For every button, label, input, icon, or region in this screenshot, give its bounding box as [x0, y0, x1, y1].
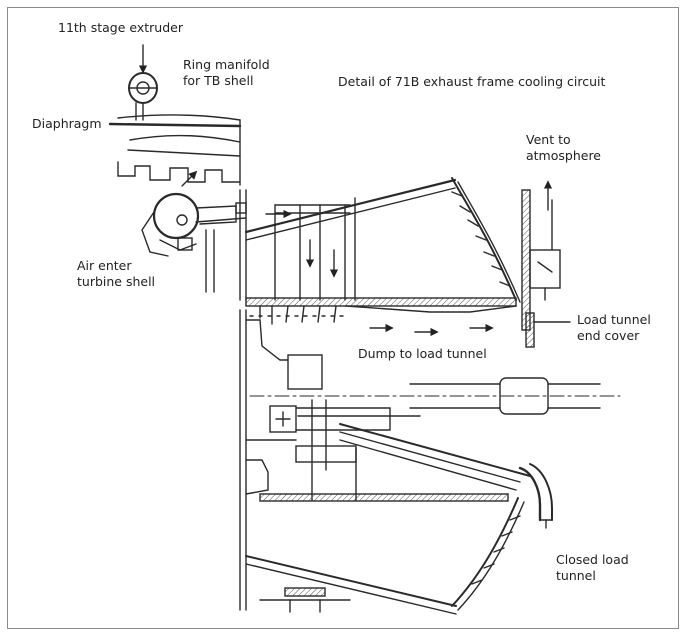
- label-dump: Dump to load tunnel: [358, 346, 487, 361]
- casing-wall: [235, 189, 247, 611]
- label-load-tunnel-cover: Load tunnel end cover: [577, 312, 651, 343]
- load-shaft: [249, 377, 621, 415]
- diaphragm-to-shell-arrow: [181, 170, 198, 187]
- diagram-title: Detail of 71B exhaust frame cooling circ…: [338, 74, 606, 89]
- inner-liner: [245, 297, 517, 325]
- diagram-frame: [7, 7, 679, 629]
- label-closed-tunnel: Closed load tunnel: [556, 552, 629, 583]
- label-air-enter: Air enter turbine shell: [77, 258, 156, 289]
- lower-diffuser-fins: [451, 497, 525, 611]
- vent-stack: [521, 180, 561, 331]
- label-vent: Vent to atmosphere: [526, 132, 601, 163]
- lower-exhaust-duct: [259, 423, 553, 529]
- label-diaphragm: Diaphragm: [32, 116, 102, 131]
- upper-diffuser-fins: [451, 177, 521, 303]
- upper-exhaust-duct: [244, 178, 457, 301]
- ring-manifold: [128, 72, 158, 121]
- label-ring-manifold: Ring manifold for TB shell: [183, 57, 270, 88]
- label-extruder: 11th stage extruder: [58, 20, 183, 35]
- diaphragm-casing: [108, 114, 242, 186]
- dump-flow-arrows: [369, 323, 494, 337]
- load-tunnel-end-cover: [525, 312, 571, 348]
- air-inlet-flange: [141, 192, 247, 293]
- bearing-housing: [245, 319, 421, 501]
- bottom-outer-duct: [245, 555, 457, 615]
